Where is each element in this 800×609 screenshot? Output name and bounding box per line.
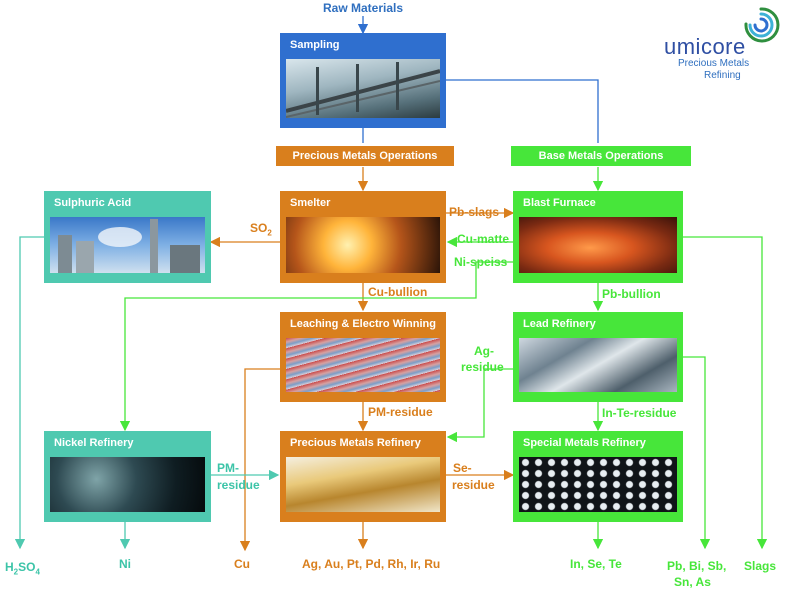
pb-bi-sb-output-label-2: Sn, As [674,575,711,589]
lead-refinery-box: Lead Refinery [513,312,683,402]
h2so4-output-label: H2SO4 [5,560,40,577]
sulphuric-acid-box: Sulphuric Acid [44,191,211,283]
blast-furnace-title: Blast Furnace [523,197,596,209]
in-se-te-output-label: In, Se, Te [570,557,622,571]
special-refinery-box: Special Metals Refinery [513,431,683,522]
special-refinery-photo [519,457,677,512]
special-refinery-title: Special Metals Refinery [523,437,646,449]
sulphuric-acid-photo [50,217,205,273]
base-operations-header: Base Metals Operations [511,146,691,166]
raw-materials-label: Raw Materials [323,1,404,15]
pb-bi-sb-output-label-1: Pb, Bi, Sb, [667,559,727,573]
pm-residue-left-label-2: residue [217,478,260,492]
ni-speiss-label: Ni-speiss [454,255,508,269]
ag-residue-label-1: Ag- [474,344,494,358]
se-residue-label-2: residue [452,478,495,492]
h2so4-output-arrow [14,236,44,550]
slags-output-label: Slags [744,559,777,573]
cu-output-arrow [239,368,280,552]
slags-output-arrow [683,236,768,550]
so2-label: SO2 [250,221,272,238]
lead-refinery-title: Lead Refinery [523,318,596,330]
nickel-refinery-box: Nickel Refinery [44,431,211,522]
smelter-photo [286,217,440,273]
umicore-logo: umicore Precious Metals Refining [660,4,790,81]
cu-matte-label: Cu-matte [457,232,510,246]
nickel-refinery-photo [50,457,205,512]
blast-furnace-photo [519,217,677,273]
lead-refinery-photo [519,338,677,392]
pm-residue-left-label-1: PM- [217,461,239,475]
blast-furnace-box: Blast Furnace [513,191,683,283]
sampling-to-base-line [446,79,599,143]
se-residue-label-1: Se- [453,461,472,475]
pb-bi-output-arrow [683,356,711,550]
pb-bullion-label: Pb-bullion [602,287,661,301]
pm-refinery-photo [286,457,440,512]
sampling-box: Sampling [280,33,446,128]
smelter-title: Smelter [290,197,331,209]
sampling-photo [286,59,440,118]
ag-residue-label-2: residue [461,360,504,374]
in-te-residue-label: In-Te-residue [602,406,677,420]
logo-name: umicore [664,34,746,59]
sulphuric-acid-title: Sulphuric Acid [54,197,132,209]
ni-output-label: Ni [119,557,131,571]
pb-slags-label: Pb-slags [449,205,500,219]
leaching-photo [286,338,440,392]
pm-refinery-title: Precious Metals Refinery [290,437,421,449]
cu-output-label: Cu [234,557,250,571]
sampling-title: Sampling [290,39,340,51]
nickel-refinery-title: Nickel Refinery [54,437,134,449]
ni-speiss-arrow [119,261,513,432]
cu-bullion-label: Cu-bullion [368,285,428,299]
precious-metals-output-label: Ag, Au, Pt, Pd, Rh, Ir, Ru [302,557,441,571]
umicore-swirl-icon [744,7,780,43]
leaching-title: Leaching & Electro Winning [290,318,436,330]
pm-residue-label: PM-residue [368,405,433,419]
logo-tagline-2: Refining [704,70,741,81]
leaching-box: Leaching & Electro Winning [280,312,446,402]
logo-tagline-1: Precious Metals [678,58,750,69]
smelter-box: Smelter [280,191,446,283]
precious-operations-header: Precious Metals Operations [276,146,454,166]
ag-residue-arrow [446,368,513,443]
pm-refinery-box: Precious Metals Refinery [280,431,446,522]
